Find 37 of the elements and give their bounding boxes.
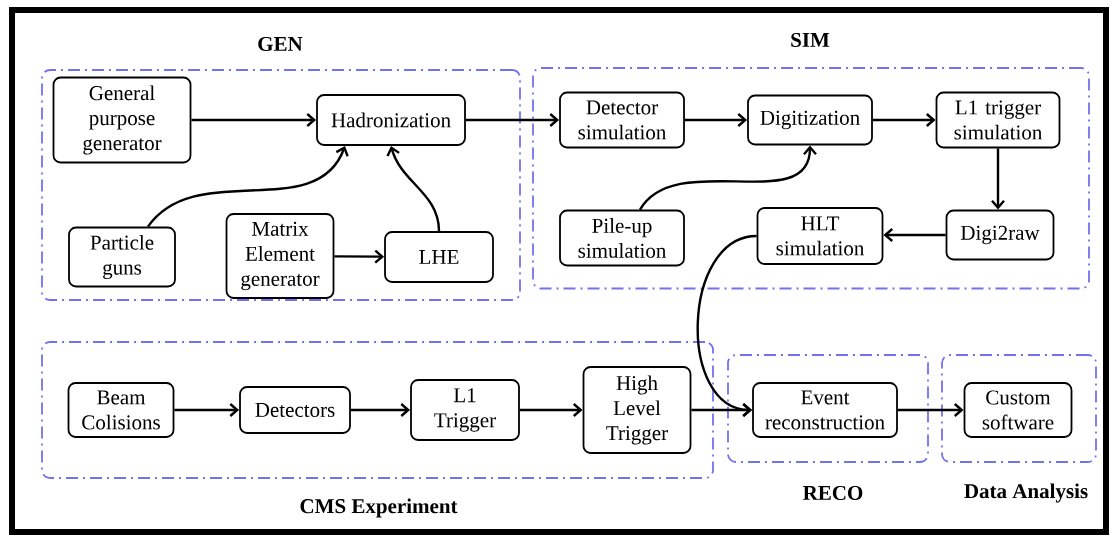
node-label: CMS Experiment — [300, 498, 458, 518]
arrow — [897, 403, 964, 417]
arrow — [691, 403, 753, 417]
arrow — [147, 145, 349, 228]
node-label: SIM — [791, 32, 830, 48]
arrow — [639, 145, 817, 211]
process-box: LHE — [384, 231, 494, 283]
process-box: L1 Trigger — [410, 379, 520, 441]
process-box: HLT simulation — [756, 207, 884, 265]
node-label: RECO — [803, 485, 863, 501]
process-box: Pile-up simulation — [559, 209, 685, 267]
arrow — [334, 249, 385, 264]
arrow — [883, 228, 946, 242]
arrow — [991, 148, 1005, 210]
arrow — [386, 145, 441, 232]
arrow — [174, 403, 240, 417]
node-label: GEN — [258, 36, 303, 52]
arrow — [519, 403, 583, 417]
arrow — [350, 403, 411, 417]
process-box: Detector simulation — [559, 91, 685, 149]
process-box: General purpose generator — [52, 76, 192, 164]
process-box: Digitization — [747, 94, 873, 146]
process-box: Detectors — [239, 386, 351, 434]
process-box: High Level Trigger — [582, 366, 692, 454]
arrow — [684, 113, 748, 127]
process-box: Particle guns — [68, 226, 176, 288]
process-box: Matrix Element generator — [225, 213, 335, 299]
node-label: Data Analysis — [964, 483, 1088, 503]
process-box: Event reconstruction — [752, 382, 898, 438]
arrow — [872, 113, 936, 127]
process-box: Hadronization — [316, 94, 466, 146]
process-box: Beam Colisions — [67, 382, 175, 438]
process-box: Custom software — [963, 382, 1073, 438]
arrow — [191, 113, 317, 127]
process-box: Digi2raw — [945, 209, 1055, 261]
process-box: L1 trigger simulation — [935, 91, 1061, 149]
arrow — [465, 113, 560, 127]
